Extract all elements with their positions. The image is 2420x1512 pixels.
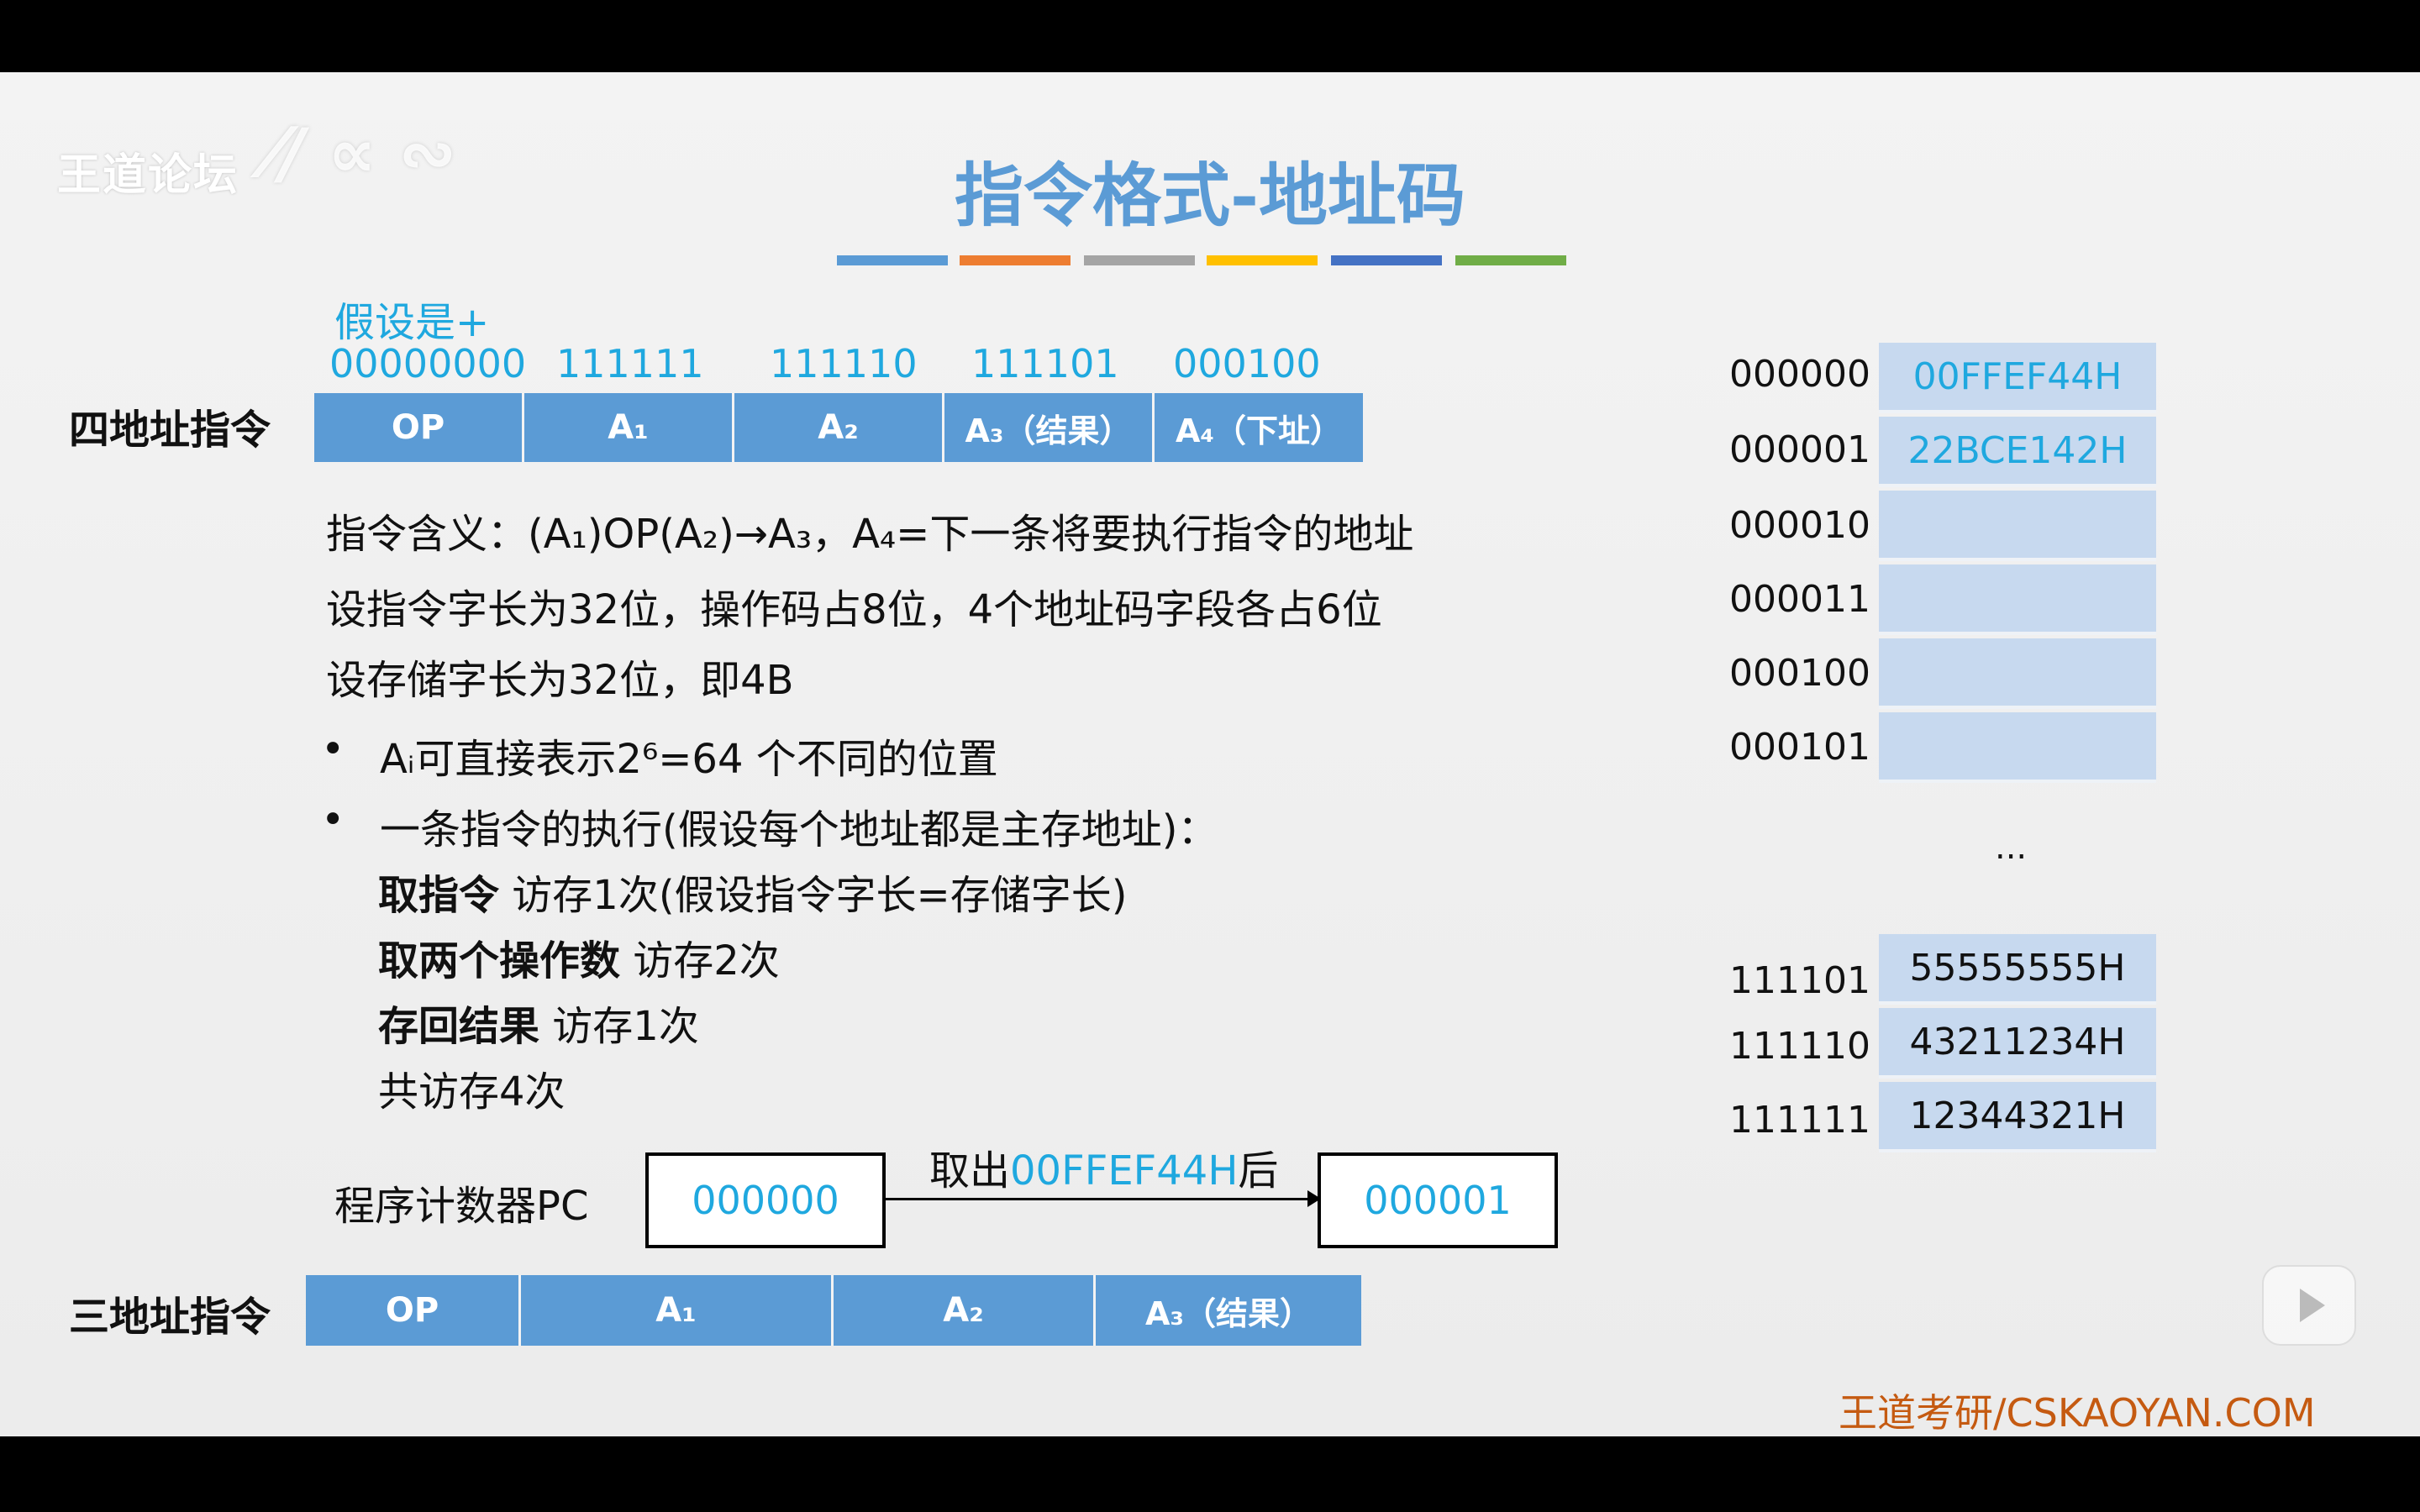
mem-cell xyxy=(1879,712,2156,783)
mem-addr: 000000 xyxy=(1729,353,1870,396)
mem-addr: 000100 xyxy=(1729,652,1870,695)
field-a2: A₂ xyxy=(834,1275,1096,1346)
a4-code-bits: 000100 xyxy=(1173,341,1321,386)
title-underline-bar xyxy=(1331,255,1442,265)
total-access: 共访存4次 xyxy=(378,1068,566,1116)
mem-addr: 000011 xyxy=(1729,578,1870,621)
title-underline-bar xyxy=(960,255,1071,265)
fetch-line: 取指令 访存1次(假设指令字长=存储字长) xyxy=(378,862,1128,921)
mem-addr: 000010 xyxy=(1729,504,1870,547)
mem-addr: 111110 xyxy=(1729,1025,1870,1068)
bullet-execution: 一条指令的执行(假设每个地址都是主存地址)： xyxy=(380,806,1218,853)
mem-cell: 22BCE142H xyxy=(1879,417,2156,487)
pc-after-box: 000001 xyxy=(1318,1152,1558,1248)
mem-addr: 111111 xyxy=(1729,1099,1870,1142)
mem-cell xyxy=(1879,564,2156,635)
a2-code-bits: 111110 xyxy=(770,341,918,386)
bullet-dot: • xyxy=(321,726,345,773)
field-a2: A₂ xyxy=(734,393,944,462)
storage-length-note: 设存储字长为32位，即4B xyxy=(326,657,794,704)
pc-label: 程序计数器PC xyxy=(334,1183,589,1230)
arrow-pre: 取出 xyxy=(929,1147,1011,1194)
bullet-dot: • xyxy=(321,796,345,843)
field-a3: A₃（结果） xyxy=(1144,1294,1313,1332)
title-underline-bar xyxy=(1455,255,1566,265)
a3-code-bits: 111101 xyxy=(971,341,1119,386)
store-text: 访存1次 xyxy=(539,1003,699,1050)
watermark: 王道论坛 xyxy=(57,150,239,201)
bullet-address-range: Aᵢ可直接表示2⁶=64 个不同的位置 xyxy=(380,736,998,783)
store-line: 存回结果 访存1次 xyxy=(378,993,699,1052)
store-label: 存回结果 xyxy=(378,1003,540,1050)
assume-label: 假设是+ xyxy=(334,299,490,346)
footer-brand: 王道考研/CSKAOYAN.COM xyxy=(1839,1390,2316,1436)
mem-ellipsis: ... xyxy=(1995,828,2028,867)
fetch-label: 取指令 xyxy=(378,872,500,919)
field-op: OP xyxy=(306,1275,521,1346)
mem-cell xyxy=(1879,491,2156,561)
operand-line: 取两个操作数 访存2次 xyxy=(378,927,780,986)
pc-before-box: 000000 xyxy=(645,1152,886,1248)
fetch-text: 访存1次(假设指令字长=存储字长) xyxy=(499,872,1128,919)
operand-text: 访存2次 xyxy=(620,937,780,984)
mem-cell: 55555555H xyxy=(1879,934,2156,1005)
arrow-caption: 取出00FFEF44H后 xyxy=(929,1137,1278,1196)
mem-cell: 00FFEF44H xyxy=(1879,343,2156,413)
mem-addr: 000101 xyxy=(1729,726,1870,769)
play-icon xyxy=(2300,1289,2325,1322)
a1-code-bits: 111111 xyxy=(556,341,704,386)
arrow-line xyxy=(886,1198,1313,1200)
four-address-format: OP A₁ A₂ A₃（结果） A₄（下址） xyxy=(314,393,1363,462)
instruction-meaning: 指令含义：(A₁)OP(A₂)→A₃，A₄=下一条将要执行指令的地址 xyxy=(326,511,1414,558)
slide-title: 指令格式-地址码 xyxy=(954,155,1466,236)
arrow-value: 00FFEF44H xyxy=(1010,1147,1239,1194)
mem-cell xyxy=(1879,638,2156,709)
field-a4: A₄（下址） xyxy=(1175,412,1343,449)
operand-label: 取两个操作数 xyxy=(378,937,621,984)
play-button[interactable] xyxy=(2262,1265,2356,1346)
slide: 王道论坛 ⁄∕ ∝ ∾ 指令格式-地址码 假设是+ 00000000 11111… xyxy=(0,72,2420,1436)
title-underline-bar xyxy=(837,255,948,265)
three-address-format: OP A₁ A₂ A₃（结果） xyxy=(306,1275,1361,1346)
field-op: OP xyxy=(314,393,524,462)
mem-cell: 43211234H xyxy=(1879,1008,2156,1079)
title-underline-bar xyxy=(1207,255,1318,265)
watermark-logo: ⁄∕ ∝ ∾ xyxy=(269,114,456,192)
arrow-post: 后 xyxy=(1238,1147,1279,1194)
three-address-label: 三地址指令 xyxy=(69,1294,271,1341)
op-code-bits: 00000000 xyxy=(329,341,527,386)
field-a1: A₁ xyxy=(524,393,734,462)
mem-addr: 000001 xyxy=(1729,428,1870,471)
mem-addr: 111101 xyxy=(1729,959,1870,1002)
mem-cell: 12344321H xyxy=(1879,1082,2156,1152)
four-address-label: 四地址指令 xyxy=(69,407,271,454)
field-a3: A₃（结果） xyxy=(944,393,1155,462)
word-length-note: 设指令字长为32位，操作码占8位，4个地址码字段各占6位 xyxy=(326,586,1382,633)
title-underline-bar xyxy=(1084,255,1195,265)
field-a1: A₁ xyxy=(521,1275,834,1346)
